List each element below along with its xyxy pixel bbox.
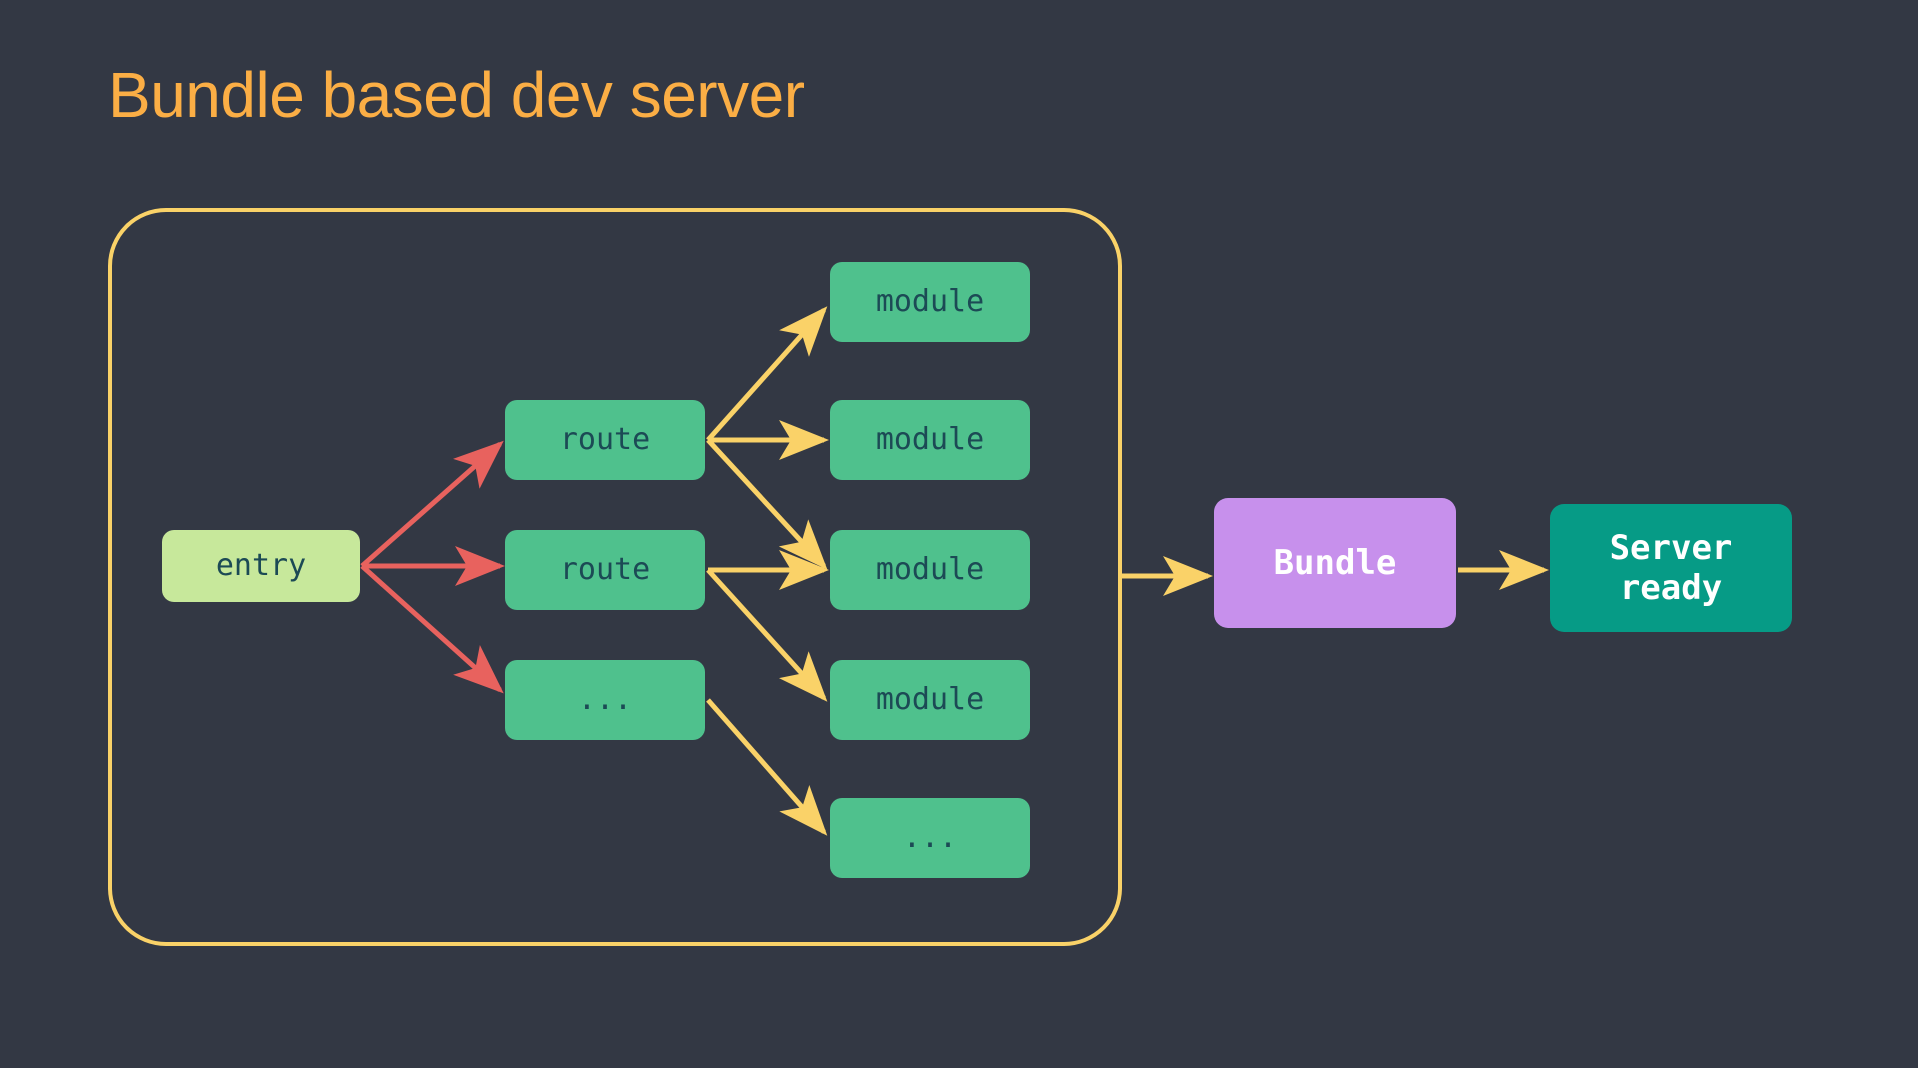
node-module-3[interactable]: module [830, 530, 1030, 610]
node-entry[interactable]: entry [162, 530, 360, 602]
node-module-2[interactable]: module [830, 400, 1030, 480]
node-module-more[interactable]: ... [830, 798, 1030, 878]
node-route-more[interactable]: ... [505, 660, 705, 740]
node-module-1[interactable]: module [830, 262, 1030, 342]
node-bundle[interactable]: Bundle [1214, 498, 1456, 628]
node-server-ready[interactable]: Server ready [1550, 504, 1792, 632]
node-module-4[interactable]: module [830, 660, 1030, 740]
page-title: Bundle based dev server [108, 59, 805, 131]
node-route-2[interactable]: route [505, 530, 705, 610]
node-route-1[interactable]: route [505, 400, 705, 480]
bundler-scope-boundary [108, 208, 1122, 946]
